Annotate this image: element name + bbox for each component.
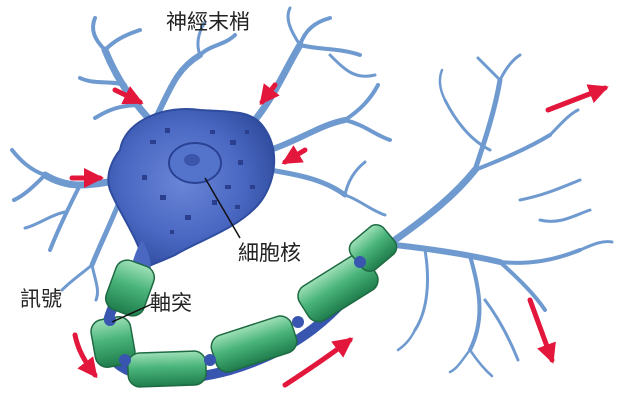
nucleolus — [184, 154, 200, 166]
label-nerve-endings: 神經末梢 — [166, 12, 250, 33]
signal-arrow-icon — [548, 88, 605, 110]
axon-terminals — [395, 55, 612, 376]
signal-arrow-icon — [530, 300, 552, 360]
label-nucleus: 細胞核 — [238, 243, 301, 264]
label-signal: 訊號 — [20, 289, 62, 310]
label-axon: 軸突 — [150, 293, 192, 314]
signal-arrow-icon — [285, 150, 305, 162]
